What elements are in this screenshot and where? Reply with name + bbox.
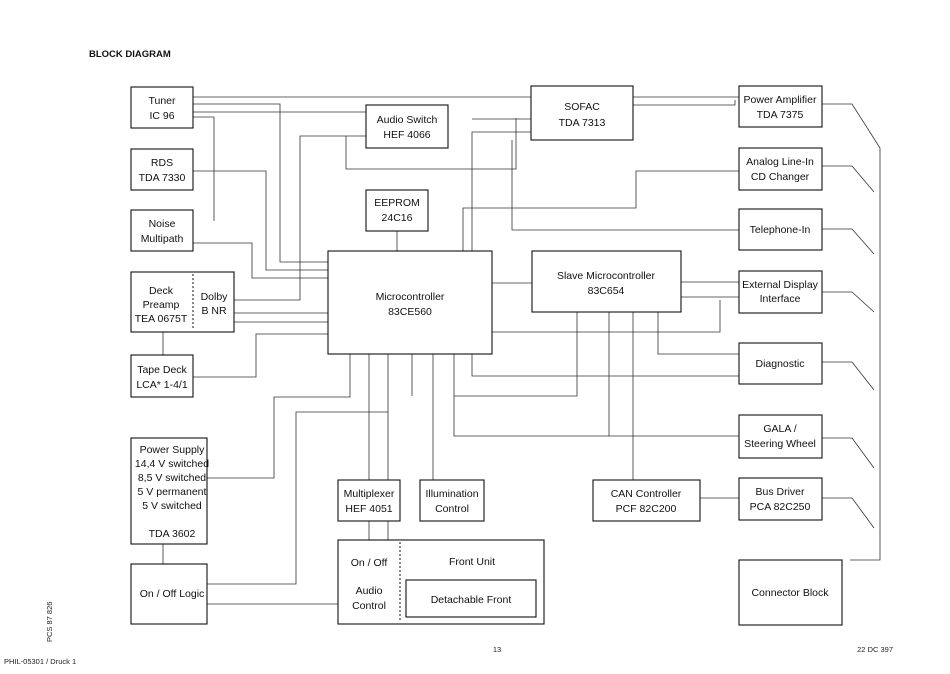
block-telephone-label: Telephone-In <box>750 224 811 236</box>
block-busdriver-line1: Bus Driver <box>755 486 805 498</box>
block-illum-line2: Control <box>435 503 469 515</box>
footer-side-code: PCS 87 826 <box>45 602 54 642</box>
block-rds: RDS TDA 7330 <box>130 148 194 191</box>
wires <box>162 96 881 605</box>
block-onoff-logic: On / Off Logic <box>130 563 208 625</box>
block-gala-line1: GALA / <box>763 423 796 435</box>
block-deck-line3: TEA 0675T <box>135 313 188 325</box>
block-gala: GALA / Steering Wheel <box>738 414 823 459</box>
block-tuner-line2: IC 96 <box>149 110 174 122</box>
block-can-line1: CAN Controller <box>611 488 682 500</box>
block-mux-line2: HEF 4051 <box>345 503 392 515</box>
block-busdriver-line2: PCA 82C250 <box>750 501 811 513</box>
block-onoff-label: On / Off Logic <box>140 588 205 600</box>
block-audioswitch-line2: HEF 4066 <box>383 129 430 141</box>
block-front-title: Front Unit <box>449 556 495 568</box>
block-tuner: Tuner IC 96 <box>130 86 194 129</box>
block-analog-line-in: Analog Line-In CD Changer <box>738 147 823 191</box>
block-sofac: SOFAC TDA 7313 <box>530 85 634 141</box>
block-noise: Noise Multipath <box>130 209 194 252</box>
block-slave-line1: Slave Microcontroller <box>557 270 656 282</box>
block-connector-block: Connector Block <box>738 559 843 626</box>
block-gala-line2: Steering Wheel <box>744 438 816 450</box>
block-external-display: External Display Interface <box>738 270 823 314</box>
block-power-supply: Power Supply 14,4 V switched 8,5 V switc… <box>130 437 209 545</box>
block-front-onoff: On / Off <box>351 557 388 569</box>
block-poweramp-line2: TDA 7375 <box>757 109 804 121</box>
block-front-unit: On / Off Audio Control Front Unit Detach… <box>337 539 545 625</box>
block-slave-line2: 83C654 <box>588 285 625 297</box>
page-title: BLOCK DIAGRAM <box>89 49 171 60</box>
block-power-amplifier: Power Amplifier TDA 7375 <box>738 85 823 128</box>
block-front-audio-line1: Audio <box>356 585 383 597</box>
block-audioswitch-line1: Audio Switch <box>377 114 438 126</box>
block-can-controller: CAN Controller PCF 82C200 <box>592 479 701 522</box>
block-bus-driver: Bus Driver PCA 82C250 <box>738 477 823 521</box>
block-tape-line2: LCA* 1-4/1 <box>136 379 188 391</box>
block-micro-line1: Microcontroller <box>376 291 445 303</box>
block-sofac-line1: SOFAC <box>564 101 600 113</box>
block-dolby-line2: B NR <box>201 305 227 317</box>
block-extdisp-line2: Interface <box>760 293 801 305</box>
block-eeprom-line1: EEPROM <box>374 197 420 209</box>
block-eeprom: EEPROM 24C16 <box>365 189 429 232</box>
block-diagnostic-label: Diagnostic <box>755 358 804 370</box>
block-analog-line2: CD Changer <box>751 171 810 183</box>
block-deck-line2: Preamp <box>143 299 180 311</box>
block-illumination: Illumination Control <box>419 479 485 522</box>
block-micro-line2: 83CE560 <box>388 306 432 318</box>
block-front-audio-line2: Control <box>352 600 386 612</box>
block-ps-line4: 5 V permanent <box>138 486 207 498</box>
block-diagnostic: Diagnostic <box>738 342 823 385</box>
block-analog-line1: Analog Line-In <box>746 156 814 168</box>
block-deck-preamp: Deck Preamp TEA 0675T Dolby B NR <box>130 271 235 333</box>
block-poweramp-line1: Power Amplifier <box>744 94 817 106</box>
block-tape-line1: Tape Deck <box>137 364 187 376</box>
block-slave-microcontroller: Slave Microcontroller 83C654 <box>531 250 682 313</box>
block-connector-label: Connector Block <box>751 587 829 599</box>
footer-page-number: 13 <box>493 645 501 654</box>
footer-print-ref: PHIL-05301 / Druck 1 <box>4 657 76 666</box>
block-sofac-line2: TDA 7313 <box>559 117 606 129</box>
block-telephone-in: Telephone-In <box>738 208 823 251</box>
block-detachable-front: Detachable Front <box>431 594 512 606</box>
block-noise-line2: Multipath <box>141 233 184 245</box>
footer-doc-code: 22 DC 397 <box>857 645 893 654</box>
block-audio-switch: Audio Switch HEF 4066 <box>365 104 449 149</box>
block-multiplexer: Multiplexer HEF 4051 <box>337 479 401 522</box>
block-rds-line1: RDS <box>151 157 173 169</box>
block-ps-line5: 5 V switched <box>142 500 202 512</box>
block-eeprom-line2: 24C16 <box>382 212 413 224</box>
block-noise-line1: Noise <box>149 218 176 230</box>
block-tuner-line1: Tuner <box>148 95 176 107</box>
block-mux-line1: Multiplexer <box>344 488 395 500</box>
block-ps-ic: TDA 3602 <box>149 528 196 540</box>
block-ps-line2: 14,4 V switched <box>135 458 209 470</box>
block-tape-deck: Tape Deck LCA* 1-4/1 <box>130 354 194 398</box>
block-extdisp-line1: External Display <box>742 279 819 291</box>
block-can-line2: PCF 82C200 <box>616 503 677 515</box>
block-illum-line1: Illumination <box>425 488 478 500</box>
block-dolby-line1: Dolby <box>201 291 229 303</box>
block-rds-line2: TDA 7330 <box>139 172 186 184</box>
block-ps-line3: 8,5 V switched <box>138 472 206 484</box>
block-microcontroller: Microcontroller 83CE560 <box>327 250 493 355</box>
block-deck-line1: Deck <box>149 285 174 297</box>
block-ps-line1: Power Supply <box>140 444 206 456</box>
